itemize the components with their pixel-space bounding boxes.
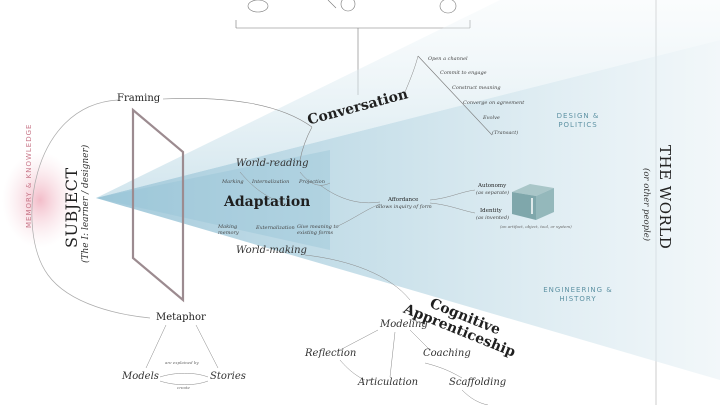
step-converge: Converge on agreement [463,100,525,106]
marking-label: Marking [222,179,244,185]
meaning-affordance-link [337,203,381,227]
step-commit: Commit to engage [440,70,487,76]
worldreading-link-1 [239,171,291,206]
conversation-steps-link [404,55,419,93]
affordance-subtitle: allows inquiry of form [376,204,432,210]
identity-label: Identity [480,208,502,214]
memory-knowledge-label: MEMORY & KNOWLEDGE [25,123,33,228]
metaphor-node: Metaphor [156,312,206,323]
worldreading-link-2 [299,171,331,186]
step-open-channel: Open a channel [428,56,468,62]
affordance-title: Affordance [388,197,419,203]
making-memory-label: Making memory [218,224,239,236]
artifact-object [512,184,554,220]
upper-beam [96,0,720,198]
cognitive-links [339,329,489,405]
coaching-node: Coaching [423,348,471,359]
memory-loop [31,99,151,319]
models-node: Models [122,371,159,382]
step-evolve: Evolve [483,115,500,121]
reflection-node: Reflection [305,348,357,359]
world-reading-node: World-reading [236,158,309,169]
memory-glow [2,152,78,248]
models-stories-lower-link [159,380,209,385]
give-meaning-label: Give meaning to existing forms [297,224,339,236]
scaffolding-node: Scaffolding [449,377,507,388]
externalization-label: Externalization [256,225,295,231]
metaphor-stories-link [195,324,219,369]
modeling-node: Modeling [380,319,428,330]
metaphor-models-link [145,324,167,369]
internalization-label: Internalization [252,179,290,185]
step-transact: (Transact) [492,130,519,136]
affordance-identity-link [429,202,476,214]
identity-sub: (as invented) [476,215,510,221]
main-beam [96,40,720,380]
world-subtitle: (or other people) [641,168,651,242]
models-stories-upper-link [159,373,209,378]
projection-affordance-link [319,184,381,204]
subject-title: SUBJECT [62,167,81,248]
conversation-steps-line [417,55,493,136]
create-label: create [177,385,190,390]
conversation-worldreading-link [299,126,313,161]
world-title: THE WORLD [656,145,674,250]
inner-beam [96,150,330,250]
autonomy-sub: (as separate) [476,190,510,196]
affordance-autonomy-link [429,189,476,201]
step-construct: Construct meaning [452,85,501,91]
stories-node: Stories [210,371,246,382]
engineering-history-label: ENGINEERING & HISTORY [543,286,613,303]
autonomy-label: Autonomy [478,183,507,189]
frame-shape [131,107,185,303]
world-making-node: World-making [236,245,307,256]
adaptation-mode: Adaptation [224,194,311,210]
are-explained-by-label: are explained by [165,360,199,365]
framing-node: Framing [117,93,161,104]
articulation-node: Articulation [358,377,419,388]
projection-label: Projection [299,179,325,185]
framing-conversation-link [162,98,313,128]
design-politics-label: DESIGN & POLITICS [556,112,600,129]
object-caption: (an artifact, object, tool, or system) [500,224,572,229]
worldmaking-cognitive-link [304,254,411,301]
subject-subtitle: (The I: learner / designer) [81,144,91,263]
